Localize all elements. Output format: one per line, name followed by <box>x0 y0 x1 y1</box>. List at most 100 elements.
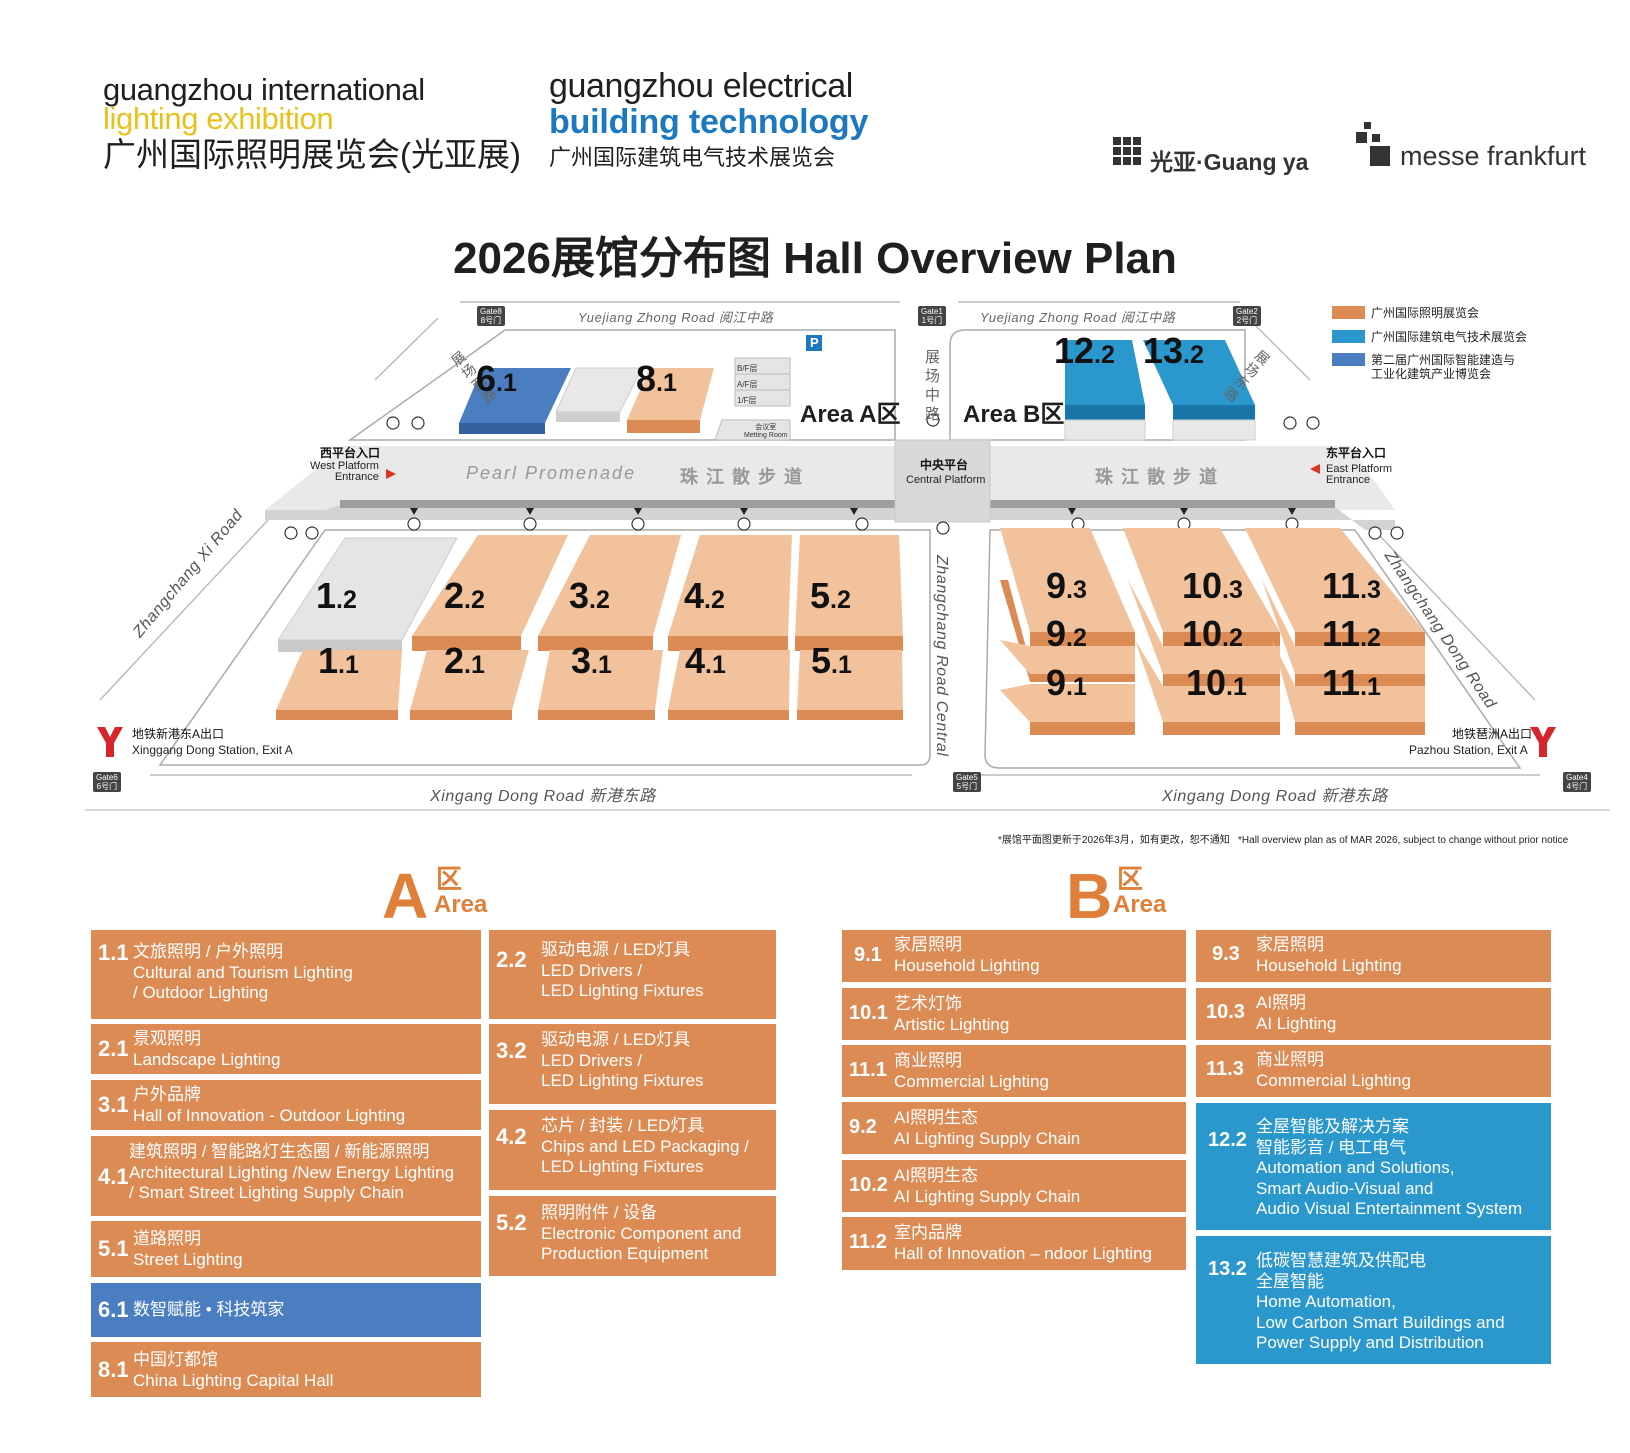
hall-box-text: 文旅照明 / 户外照明 Cultural and Tourism Lightin… <box>133 942 353 1002</box>
hall-box-8-1: 8.1 中国灯都馆 China Lighting Capital Hall <box>91 1342 481 1397</box>
hall-box-text: 中国灯都馆 China Lighting Capital Hall <box>133 1350 334 1390</box>
hall-11-3 <box>1245 528 1425 632</box>
road-zhangchang-central: Zhangchang Road Central <box>933 555 950 757</box>
legend-swatch <box>1332 306 1365 319</box>
hall-6-1 <box>459 368 571 423</box>
hall-12-2 <box>1065 340 1145 405</box>
legend-swatch <box>1332 353 1365 366</box>
road-yuejiang-left: Yuejiang Zhong Road 阅江中路 <box>578 310 774 325</box>
meeting-room-cn: 会议室 <box>755 424 777 431</box>
floor-label: A/F层 <box>737 380 758 389</box>
hall-box-3-1: 3.1 户外品牌 Hall of Innovation - Outdoor Li… <box>91 1080 481 1130</box>
hall-box-6-1: 6.1 数智赋能 • 科技筑家 <box>91 1283 481 1337</box>
building-title-cn: 广州国际建筑电气技术展览会 <box>549 145 836 170</box>
lighting-title-line2: lighting exhibition <box>103 101 334 136</box>
hall-box-number: 10.2 <box>849 1174 888 1196</box>
road-line <box>1247 317 1311 381</box>
floor-labels: B/F层 A/F层 1/F层 <box>737 361 757 409</box>
hall-box-1-1: 1.1 文旅照明 / 户外照明 Cultural and Tourism Lig… <box>91 930 481 1019</box>
down-arrows <box>410 508 1296 515</box>
promenade-rail <box>340 500 895 508</box>
road-xingang-left: Xingang Dong Road 新港东路 <box>430 788 656 805</box>
meeting-room-en: Metting Room <box>744 432 788 439</box>
hall-box-text: 景观照明 Landscape Lighting <box>133 1029 281 1069</box>
area-a-label: Area A区 <box>800 401 901 428</box>
page-title: 2026展馆分布图 Hall Overview Plan <box>453 234 1177 283</box>
hall-box-4-2: 4.2 芯片 / 封装 / LED灯具 Chips and LED Packag… <box>489 1110 776 1190</box>
hall-box-number: 2.1 <box>98 1036 129 1061</box>
promenade-label-en: Pearl Promenade <box>466 463 637 483</box>
hall-box-number: 1.1 <box>98 940 129 965</box>
hall-2-1 <box>410 650 529 710</box>
hall-box-number: 6.1 <box>98 1297 129 1322</box>
east-entrance-cn: 东平台入口 <box>1326 446 1387 460</box>
hall-box-number: 11.3 <box>1206 1058 1244 1080</box>
hall-10-1 <box>1135 640 1280 722</box>
area-b-top-outline <box>949 329 1246 441</box>
hall-box-text: 家居照明 Household Lighting <box>1256 935 1402 975</box>
area-b-bottom-outline <box>984 529 1522 769</box>
area-b-en: Area <box>1113 891 1167 918</box>
area-b-label: Area B区 <box>963 401 1065 428</box>
hall-box-4-1: 4.1 建筑照明 / 智能路灯生态圈 / 新能源照明 Architectural… <box>91 1136 481 1216</box>
hall-box-number: 4.2 <box>496 1124 527 1149</box>
road-xingang-right: Xingang Dong Road 新港东路 <box>1162 788 1388 805</box>
hall-box-10-1: 10.1 艺术灯饰 Artistic Lighting <box>842 988 1186 1040</box>
hall-box-text: 商业照明 Commercial Lighting <box>1256 1050 1411 1090</box>
hall-8-1 <box>627 368 714 420</box>
promenade-edge <box>265 503 1395 530</box>
building-title-line2: building technology <box>549 103 869 141</box>
hall-shapes <box>276 335 1425 735</box>
gate-8: Gate8 8号门 <box>477 306 505 326</box>
hall-box-12-2: 12.2 全屋智能及解决方案 智能影音 / 电工电气 Automation an… <box>1196 1103 1551 1230</box>
hall-box-number: 5.2 <box>496 1210 527 1235</box>
hall-13-2 <box>1143 340 1255 405</box>
parking-label: P <box>810 335 819 350</box>
hall-1-1 <box>276 650 402 710</box>
hall-box-11-3: 11.3 商业照明 Commercial Lighting <box>1196 1045 1551 1097</box>
hall-box-number: 10.3 <box>1206 1001 1245 1023</box>
hall-3-1 <box>538 650 663 710</box>
road-line <box>99 519 269 701</box>
hall-2-2 <box>412 535 568 636</box>
hall-box-13-2: 13.2 低碳智慧建筑及供配电 全屋智能 Home Automation, Lo… <box>1196 1236 1551 1364</box>
hall-box-5-1: 5.1 道路照明 Street Lighting <box>91 1221 481 1277</box>
meeting-room <box>714 419 791 441</box>
hall-box-number: 12.2 <box>1208 1129 1247 1151</box>
hall-box-number: 4.1 <box>98 1164 129 1189</box>
road-yuejiang-right: Yuejiang Zhong Road 阅江中路 <box>980 310 1176 325</box>
metro-left-cn: 地铁新港东A出口 <box>132 727 225 741</box>
escalator-icons <box>284 413 1404 540</box>
metro-icon <box>97 727 123 757</box>
meeting-room-label: 会议室 Metting Room <box>744 424 788 440</box>
legend-item: 广州国际照明展览会 <box>1332 306 1479 320</box>
hall-9-1 <box>1000 684 1135 722</box>
lighting-title-line1: guangzhou international <box>103 72 425 107</box>
hall-box-text: 建筑照明 / 智能路灯生态圈 / 新能源照明 Architectural Lig… <box>129 1142 455 1202</box>
legend-item: 第二届广州国际智能建造与 工业化建筑产业博览会 <box>1332 353 1515 381</box>
guangya-grid-icon <box>1113 137 1141 165</box>
update-note: *展馆平面图更新于2026年3月，如有更改，恕不通知 *Hall overvie… <box>998 835 1569 846</box>
metro-right-en: Pazhou Station, Exit A <box>1409 743 1528 757</box>
hall-box-text: 照明附件 / 设备 Electronic Component and Produ… <box>541 1203 742 1263</box>
area-a-bottom-outline <box>158 529 931 766</box>
hall-box-number: 9.2 <box>849 1116 877 1138</box>
gate-4: Gate4 4号门 <box>1563 772 1591 792</box>
hall-box-number: 2.2 <box>496 947 527 972</box>
hall-box-text: 全屋智能及解决方案 智能影音 / 电工电气 Automation and Sol… <box>1256 1117 1523 1218</box>
hall-box-2-1: 2.1 景观照明 Landscape Lighting <box>91 1024 481 1074</box>
gate-6: Gate6 6号门 <box>93 772 121 792</box>
hall-grey-a <box>555 367 643 413</box>
promenade-label-cn: 珠江散步道 <box>680 467 810 487</box>
road-line <box>1364 519 1536 701</box>
hall-box-text: 艺术灯饰 Artistic Lighting <box>894 994 1010 1034</box>
hall-10-2 <box>1128 580 1280 674</box>
area-b-letter: B <box>1066 860 1113 932</box>
west-entrance-arrow <box>386 469 396 479</box>
guangya-logo-text: 光亚·Guang ya <box>1150 149 1309 175</box>
hall-box-9-3: 9.3 家居照明 Household Lighting <box>1196 930 1551 982</box>
hall-box-10-3: 10.3 AI照明 AI Lighting <box>1196 988 1551 1040</box>
legend-label: 广州国际建筑电气技术展览会 <box>1371 330 1528 344</box>
legend-swatch <box>1332 330 1365 343</box>
hall-box-text: AI照明生态 AI Lighting Supply Chain <box>894 1108 1081 1148</box>
